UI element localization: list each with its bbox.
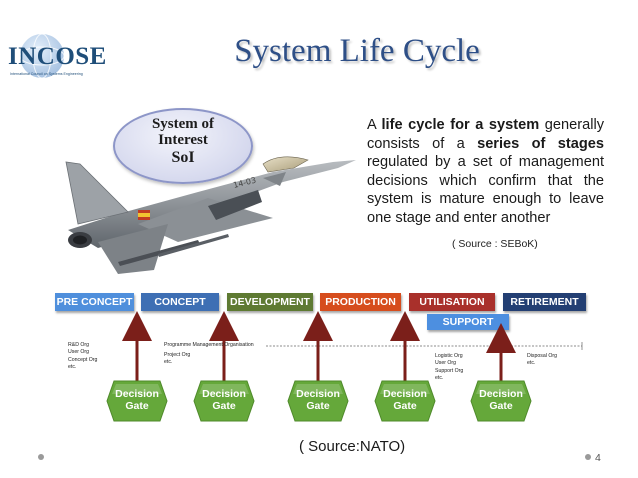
org-rd: R&D Org User Org Concept Org etc.: [68, 342, 98, 371]
incose-logo: INCOSE International Council on Systems …: [6, 30, 106, 86]
org-logistic: Logistic Org User Org Support Org etc.: [435, 353, 464, 382]
emphasis-life-cycle: life cycle for a system: [381, 117, 540, 133]
footer-dot-right: [585, 454, 591, 460]
stage-development: DEVELOPMENT: [227, 293, 313, 311]
nato-source: ( Source:NATO): [299, 438, 406, 455]
life-cycle-definition: A life cycle for a system generally cons…: [367, 117, 605, 226]
globe-icon: [19, 33, 65, 79]
org-programme: Programme Management Organisation: [164, 342, 254, 348]
logo-wordmark: INCOSE: [8, 43, 107, 70]
logo-tagline: International Council on Systems Enginee…: [10, 72, 83, 76]
org-project: Project Org etc.: [164, 352, 191, 366]
soi-line1: System of: [151, 116, 215, 132]
stage-concept: CONCEPT: [141, 293, 219, 311]
stage-production: PRODUCTION: [320, 293, 401, 311]
footer-dot-left: [38, 454, 44, 460]
stage-utilisation: UTILISATION: [409, 293, 495, 311]
fighter-jet-image: 14-03: [65, 156, 356, 274]
emphasis-series-of-stages: series of stages: [477, 135, 605, 152]
system-of-interest-bubble: System of Interest SoI: [113, 108, 253, 184]
soi-line2: Interest: [158, 132, 208, 148]
soi-line3: SoI: [171, 149, 195, 166]
org-disposal: Disposal Org etc.: [527, 353, 557, 367]
stage-retirement: RETIREMENT: [503, 293, 586, 311]
slide-title: System Life Cycle: [234, 33, 480, 69]
stage-pre-concept: PRE CONCEPT: [55, 293, 134, 311]
sebok-source: ( Source : SEBoK): [452, 238, 538, 250]
page-number: 4: [595, 452, 601, 464]
